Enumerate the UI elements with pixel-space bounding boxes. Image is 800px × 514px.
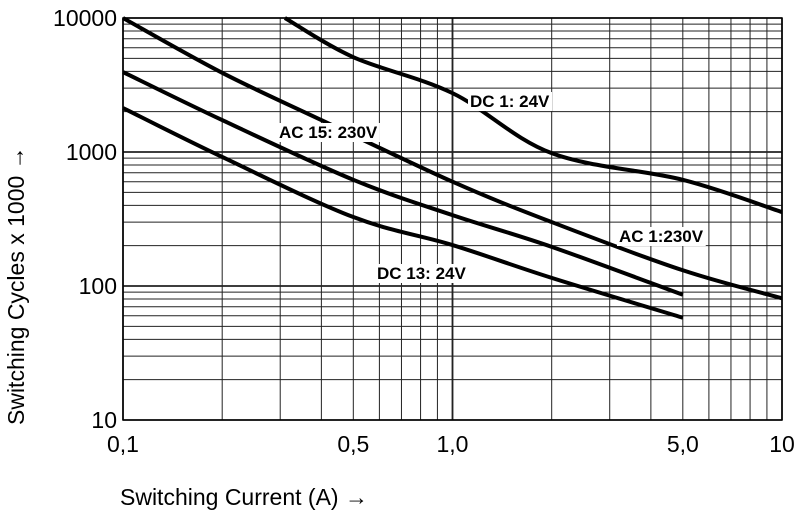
curve-label-ac15: AC 15: 230V <box>279 123 378 142</box>
y-tick-label: 10000 <box>53 5 117 31</box>
x-tick-label: 0,5 <box>337 431 369 457</box>
series-line-1 <box>122 16 783 301</box>
y-tick-label: 1000 <box>66 139 117 165</box>
grid <box>122 17 783 421</box>
curve-labels: DC 1: 24V AC 15: 230V AC 1:230V DC 13: 2… <box>277 92 706 283</box>
tick-labels: 0,1 0,5 1,0 5,0 10 10 100 1000 10000 <box>53 5 795 457</box>
series-line-3 <box>122 106 684 320</box>
series-line-2 <box>122 70 684 297</box>
y-axis-label: Switching Cycles x 1000 → <box>3 146 29 425</box>
x-tick-label: 10 <box>769 431 795 457</box>
curve-label-dc13: DC 13: 24V <box>377 264 466 283</box>
series-line-0 <box>283 16 783 215</box>
x-tick-label: 1,0 <box>437 431 469 457</box>
curve-label-dc1: DC 1: 24V <box>470 92 550 111</box>
curve-label-ac1: AC 1:230V <box>619 227 704 246</box>
plot-frame <box>122 17 783 421</box>
x-axis-label: Switching Current (A) → <box>120 484 368 510</box>
curves <box>122 16 783 320</box>
curve-label-background <box>617 227 706 246</box>
y-tick-label: 10 <box>91 407 117 433</box>
curve-label-background <box>277 123 380 142</box>
x-tick-label: 5,0 <box>667 431 699 457</box>
curve-label-background <box>375 264 469 283</box>
x-tick-label: 0,1 <box>107 431 139 457</box>
y-tick-label: 100 <box>79 273 117 299</box>
curve-label-background <box>468 92 553 111</box>
